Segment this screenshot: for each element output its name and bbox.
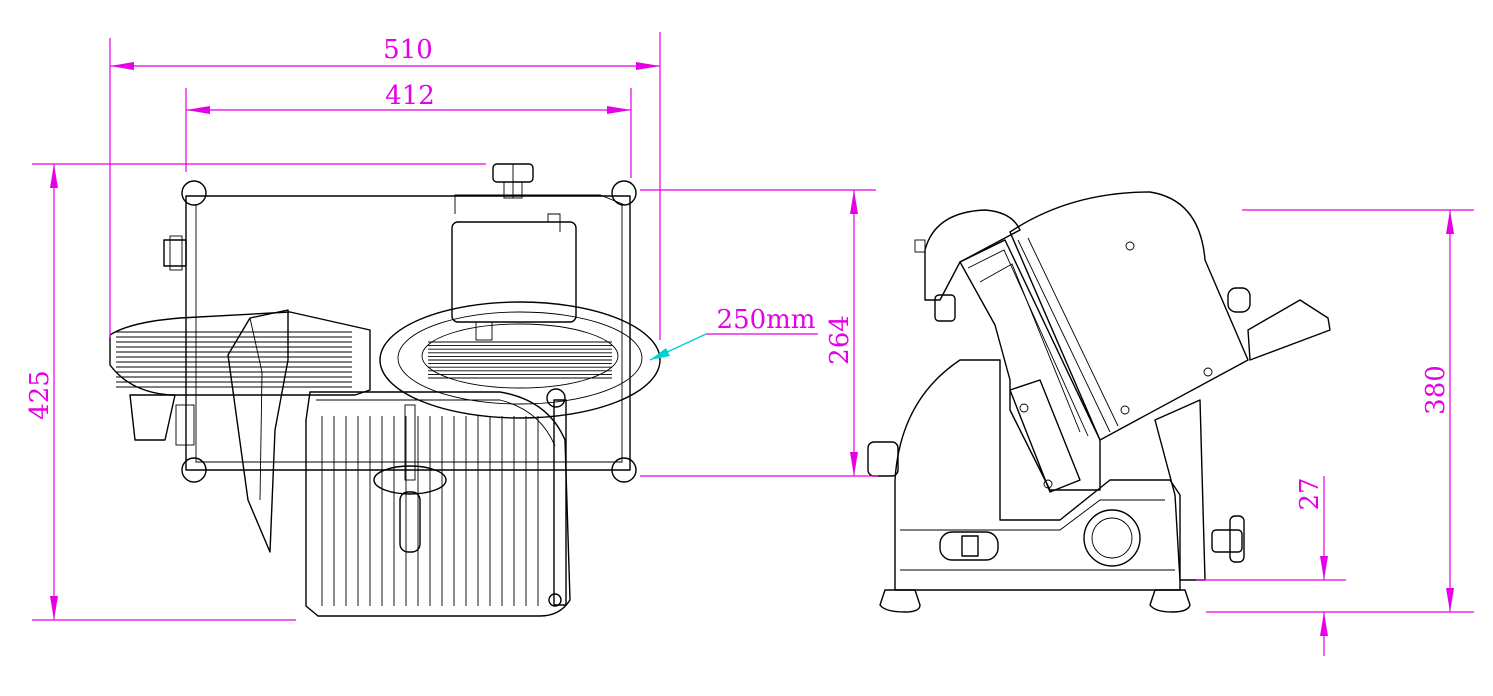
dim-blade-diameter: 250mm xyxy=(717,305,816,335)
front-housing xyxy=(185,195,631,471)
front-carriage-tray xyxy=(109,311,371,396)
side-foot-front xyxy=(879,589,921,613)
dimension-lines xyxy=(32,32,1474,656)
side-mounting-bracket xyxy=(1009,379,1081,493)
side-base xyxy=(894,359,1181,591)
side-column xyxy=(1154,399,1206,581)
front-pusher-arm xyxy=(227,309,289,553)
front-foot-bottom-left xyxy=(181,457,207,483)
side-blade-guard xyxy=(1009,191,1249,441)
side-front-knob xyxy=(867,441,899,477)
side-rear-knob xyxy=(1211,529,1243,553)
front-handle-left xyxy=(129,394,176,441)
dim-body-height: 264 xyxy=(825,315,855,365)
front-motor-box xyxy=(451,221,577,323)
front-guide-rod xyxy=(553,399,567,606)
side-thickness-dial xyxy=(1083,509,1141,567)
side-carriage-plate xyxy=(959,239,1101,491)
side-rear-tray xyxy=(1247,299,1331,361)
front-blade-slots xyxy=(428,341,612,379)
front-tray-slats xyxy=(116,331,352,388)
dim-overall-height-side: 380 xyxy=(1421,365,1451,415)
front-product-table xyxy=(305,391,571,617)
front-side-knob xyxy=(163,239,187,267)
front-table-handle xyxy=(373,465,447,495)
side-upper-housing xyxy=(924,209,1021,301)
dimension-labels: 510 412 425 264 250mm 380 27 xyxy=(25,35,1451,511)
side-view xyxy=(867,191,1331,613)
front-table-ribs xyxy=(321,416,539,606)
front-blade-outer xyxy=(379,301,661,419)
dim-overall-height-front: 425 xyxy=(25,370,55,420)
side-power-switch xyxy=(939,531,999,561)
dim-base-width: 412 xyxy=(385,81,435,111)
front-foot-top-left xyxy=(181,180,207,206)
dim-overall-width: 510 xyxy=(383,35,433,65)
front-view xyxy=(109,163,661,617)
front-foot-bottom-right xyxy=(611,457,637,483)
side-foot-rear xyxy=(1149,589,1191,613)
dim-foot-height: 27 xyxy=(1295,477,1325,510)
